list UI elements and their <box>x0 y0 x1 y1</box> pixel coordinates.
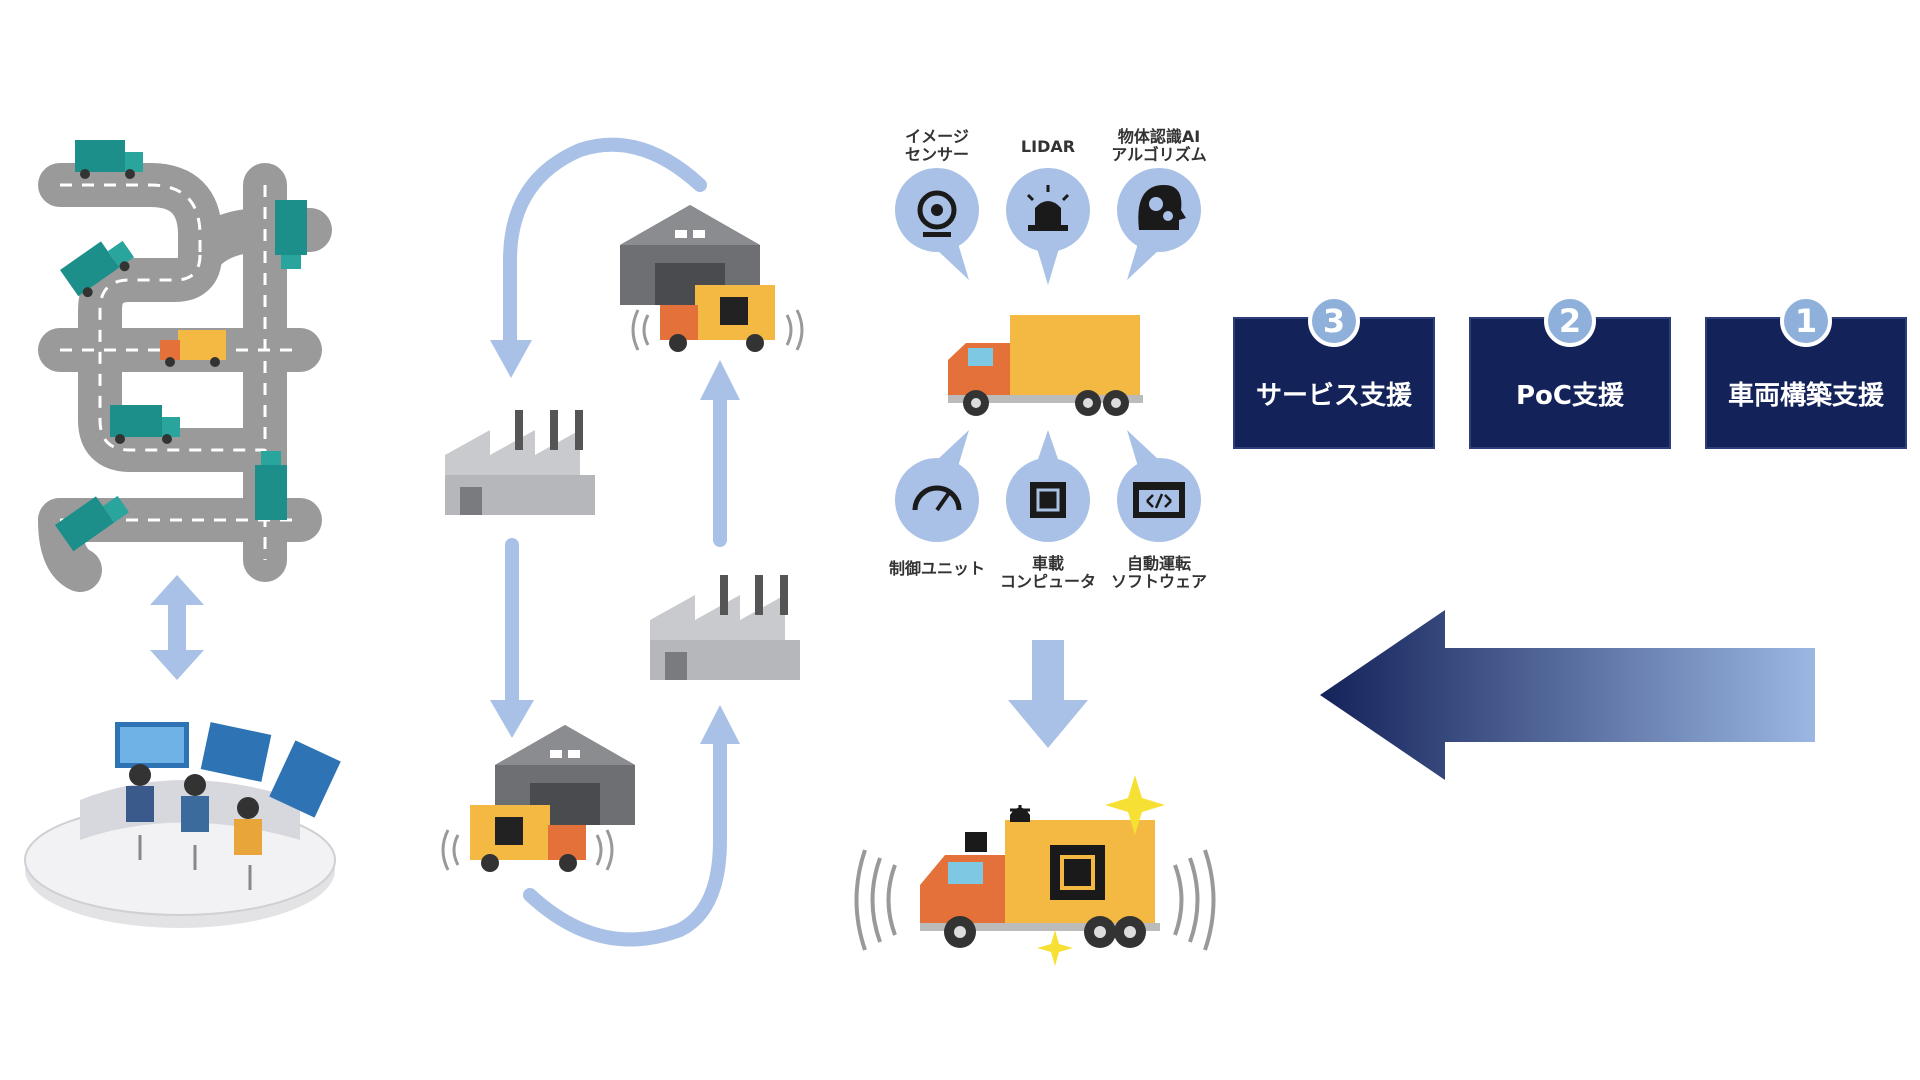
orange-truck-road <box>160 330 226 367</box>
factory-left <box>445 410 595 515</box>
teal-truck-5 <box>255 451 287 520</box>
autonomous-truck-small-bottom <box>441 805 614 872</box>
lidar-bubble <box>1006 168 1090 285</box>
service-box-2: 2 PoC支援 <box>1469 295 1671 449</box>
sparkle-icon <box>1037 775 1165 966</box>
autonomous-truck-small-top <box>631 285 804 352</box>
final-autonomous-truck <box>854 805 1216 951</box>
ai-algorithm-bubble <box>1117 168 1201 280</box>
service-number-badge: 3 <box>1308 295 1360 347</box>
factory-right <box>650 575 800 680</box>
big-left-arrow <box>1320 610 1815 780</box>
teal-truck-4 <box>110 405 180 444</box>
double-arrow-icon <box>150 575 204 680</box>
logistics-arrowheads <box>490 340 740 744</box>
ai-algorithm-label: 物体認識AI アルゴリズム <box>1111 127 1207 164</box>
down-arrow-icon <box>1008 640 1088 748</box>
image-sensor-bubble <box>895 168 979 280</box>
service-number-badge: 1 <box>1780 295 1832 347</box>
vehicle-computer-bubble <box>1006 430 1090 542</box>
teal-truck-1 <box>75 140 143 179</box>
vehicle-computer-label: 車載 コンピュータ <box>999 554 1096 591</box>
service-label: サービス支援 <box>1255 381 1412 411</box>
lidar-label: LIDAR <box>1020 137 1076 156</box>
service-label: PoC支援 <box>1516 381 1624 411</box>
teal-truck-2 <box>60 240 135 298</box>
image-sensor-label: イメージ センサー <box>904 127 969 164</box>
autonomous-software-label: 自動運転 ソフトウェア <box>1110 554 1207 591</box>
logistics-loop-arrows <box>503 137 727 947</box>
teal-truck-6 <box>55 495 130 552</box>
teal-truck-3 <box>275 200 307 269</box>
service-label: 車両構築支援 <box>1727 381 1884 411</box>
central-truck <box>948 315 1143 416</box>
service-number-badge: 2 <box>1544 295 1596 347</box>
autonomous-software-bubble <box>1117 430 1201 542</box>
control-unit-label: 制御ユニット <box>888 559 985 578</box>
control-center-illustration <box>24 722 341 928</box>
service-box-3: 3 サービス支援 <box>1233 295 1435 449</box>
service-box-1: 1 車両構築支援 <box>1705 295 1907 449</box>
control-unit-bubble <box>895 430 979 542</box>
